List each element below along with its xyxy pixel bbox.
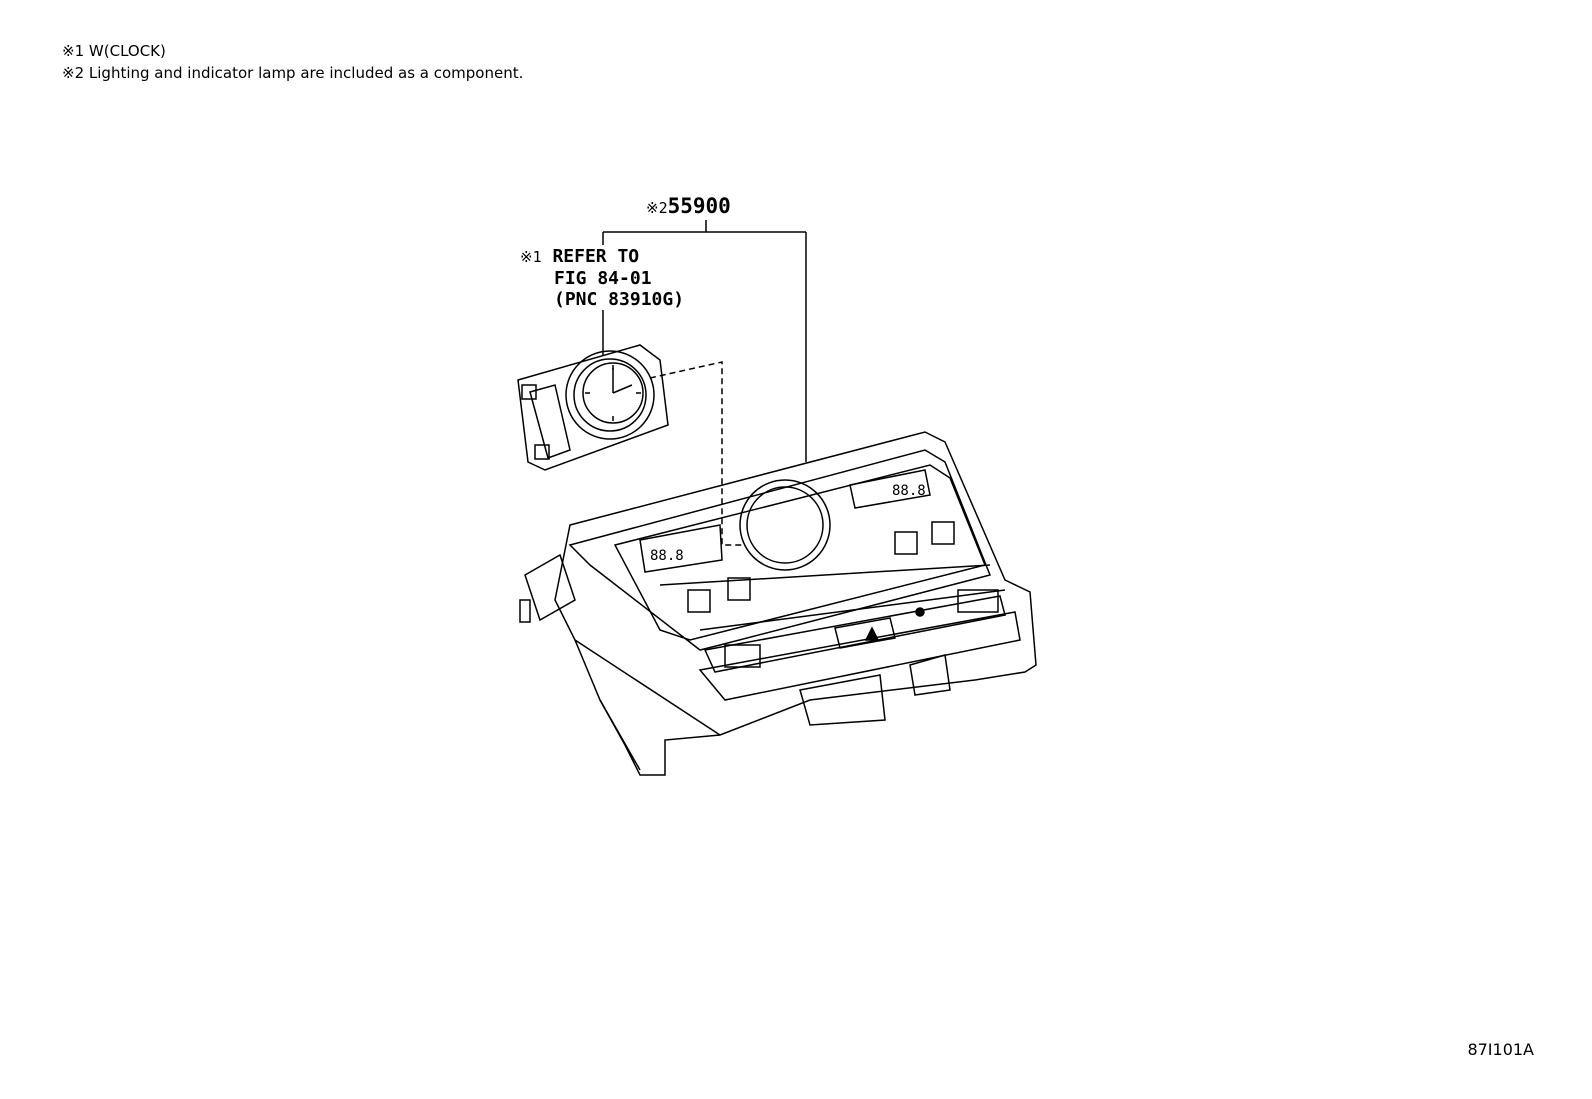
note-text: Lighting and indicator lamp are included…	[88, 64, 524, 82]
part-number: 55900	[667, 194, 731, 218]
note-mark: ※2	[62, 64, 85, 82]
figure-code: 87I101A	[1467, 1040, 1534, 1059]
reference-line: REFER TO	[552, 246, 640, 267]
reference-line: FIG 84-01	[554, 268, 652, 289]
note-2: ※2 Lighting and indicator lamp are inclu…	[62, 62, 523, 84]
reference-line: (PNC 83910G)	[554, 289, 685, 310]
callout-mark: ※1	[520, 248, 542, 266]
left-temp-display: 88.8	[650, 548, 684, 564]
leader-lines	[602, 220, 807, 546]
callout-mark: ※2	[646, 199, 668, 217]
part-number-callout: ※255900	[646, 196, 731, 219]
note-text: W(CLOCK)	[88, 42, 166, 60]
note-mark: ※1	[62, 42, 85, 60]
clock-assembly	[517, 344, 669, 471]
note-1: ※1 W(CLOCK)	[62, 40, 166, 62]
right-temp-display: 88.8	[892, 483, 926, 499]
reference-callout: ※1 REFER TO FIG 84-01 (PNC 83910G)	[520, 246, 684, 310]
control-panel-assembly	[519, 431, 1037, 776]
